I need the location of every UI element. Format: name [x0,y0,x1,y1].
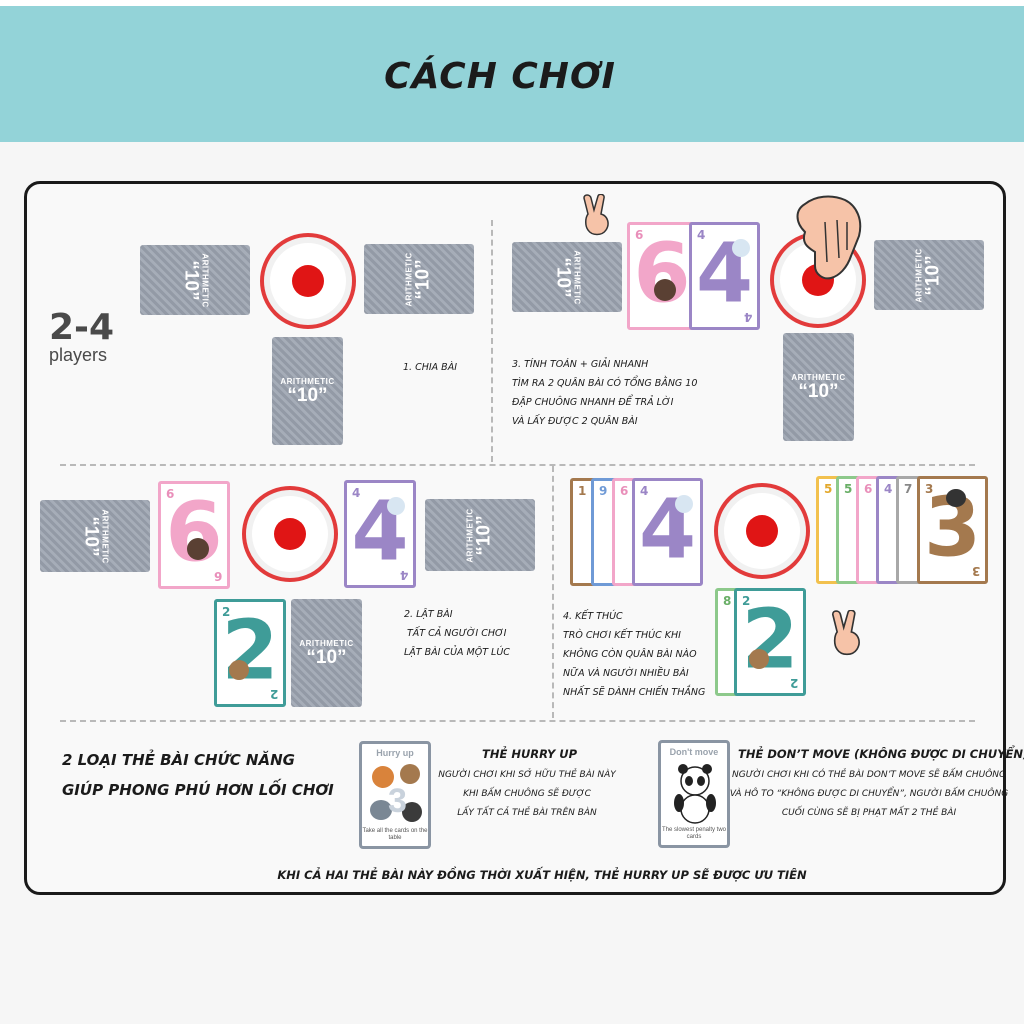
players-number: 2-4 [49,307,115,348]
bell-button [274,518,306,550]
step-calc-text: 3. TÍNH TOÁN + GIẢI NHANH TÌM RA 2 QUÂN … [512,359,698,427]
hand-slap-icon [796,195,862,280]
hurry-up-card: Hurry up 3 Take all the cards on the tab… [359,741,431,849]
number-card-four: 4 4 [632,478,703,586]
card-back: ARITHMETIC“10” [140,245,250,315]
card-back: ARITHMETIC“10” [364,244,474,314]
dont-move-card-text: The slowest penalty two cards [661,827,727,840]
hurry-up-card-title: Hurry up [376,748,414,758]
dont-move-card-title: Don't move [669,747,719,757]
bell [260,233,356,329]
step-end-text: 4. KẾT THÚC TRÒ CHƠI KẾT THÚC KHI KHÔNG … [563,611,706,698]
players-word: players [49,345,108,365]
bell-button [292,265,324,297]
divider-horizontal-middle [60,464,975,466]
number-card-two: 2 2 2 [214,599,286,707]
step-flip-text: 2. LẬT BÀI TẤT CẢ NGƯỜI CHƠI LẬT BÀI CỦA… [404,609,510,658]
bell-button [746,515,778,547]
hurry-up-description: NGƯỜI CHƠI KHI SỞ HỮU THẺ BÀI NÀY KHI BẤ… [438,770,616,818]
header-top-strip [0,0,1024,6]
dont-move-heading: THẺ DON’T MOVE (KHÔNG ĐƯỢC DI CHUYỂN) [738,747,1024,761]
card-back: ARITHMETIC“10” [512,242,622,312]
hurry-up-card-text: Take all the cards on the table [362,828,428,841]
number-card-three: 3 3 3 [917,476,988,584]
divider-vertical-top [491,220,493,462]
divider-vertical-bottom [552,466,554,718]
card-back: ARITHMETIC“10” [425,499,535,571]
card-back: ARITHMETIC“10” [291,599,362,707]
card-back: ARITHMETIC“10” [874,240,984,310]
number-card-six: 6 6 6 [158,481,230,589]
bell [714,483,810,579]
card-back: ARITHMETIC“10” [40,500,150,572]
page-title: CÁCH CHƠI [384,56,616,97]
hand-two-fingers-icon [583,194,609,236]
number-card-six: 6 6 [627,222,697,330]
divider-horizontal-bottom [60,720,975,722]
number-card-four: 4 4 4 [689,222,760,330]
panda-icon [674,764,716,824]
step-deal-text: 1. CHIA BÀI [403,362,457,373]
players-count: 2-4 players [49,307,115,365]
bell [242,486,338,582]
priority-note: KHI CẢ HAI THẺ BÀI NÀY ĐỒNG THỜI XUẤT HI… [277,868,807,882]
hurry-up-heading: THẺ HURRY UP [482,747,578,761]
dont-move-card: Don't move The slowest penalty two cards [658,740,730,848]
functional-cards-title: 2 LOẠI THẺ BÀI CHỨC NĂNG GIÚP PHONG PHÚ … [62,751,334,799]
hand-two-fingers-icon [831,610,860,656]
number-card-two: 2 2 2 [734,588,806,696]
card-back: ARITHMETIC“10” [783,333,854,441]
number-card-four: 4 4 4 [344,480,416,588]
card-back: ARITHMETIC“10” [272,337,343,445]
header-banner [0,0,1024,142]
dont-move-description: NGƯỜI CHƠI KHI CÓ THẺ BÀI DON’T MOVE SẼ … [729,770,1009,818]
